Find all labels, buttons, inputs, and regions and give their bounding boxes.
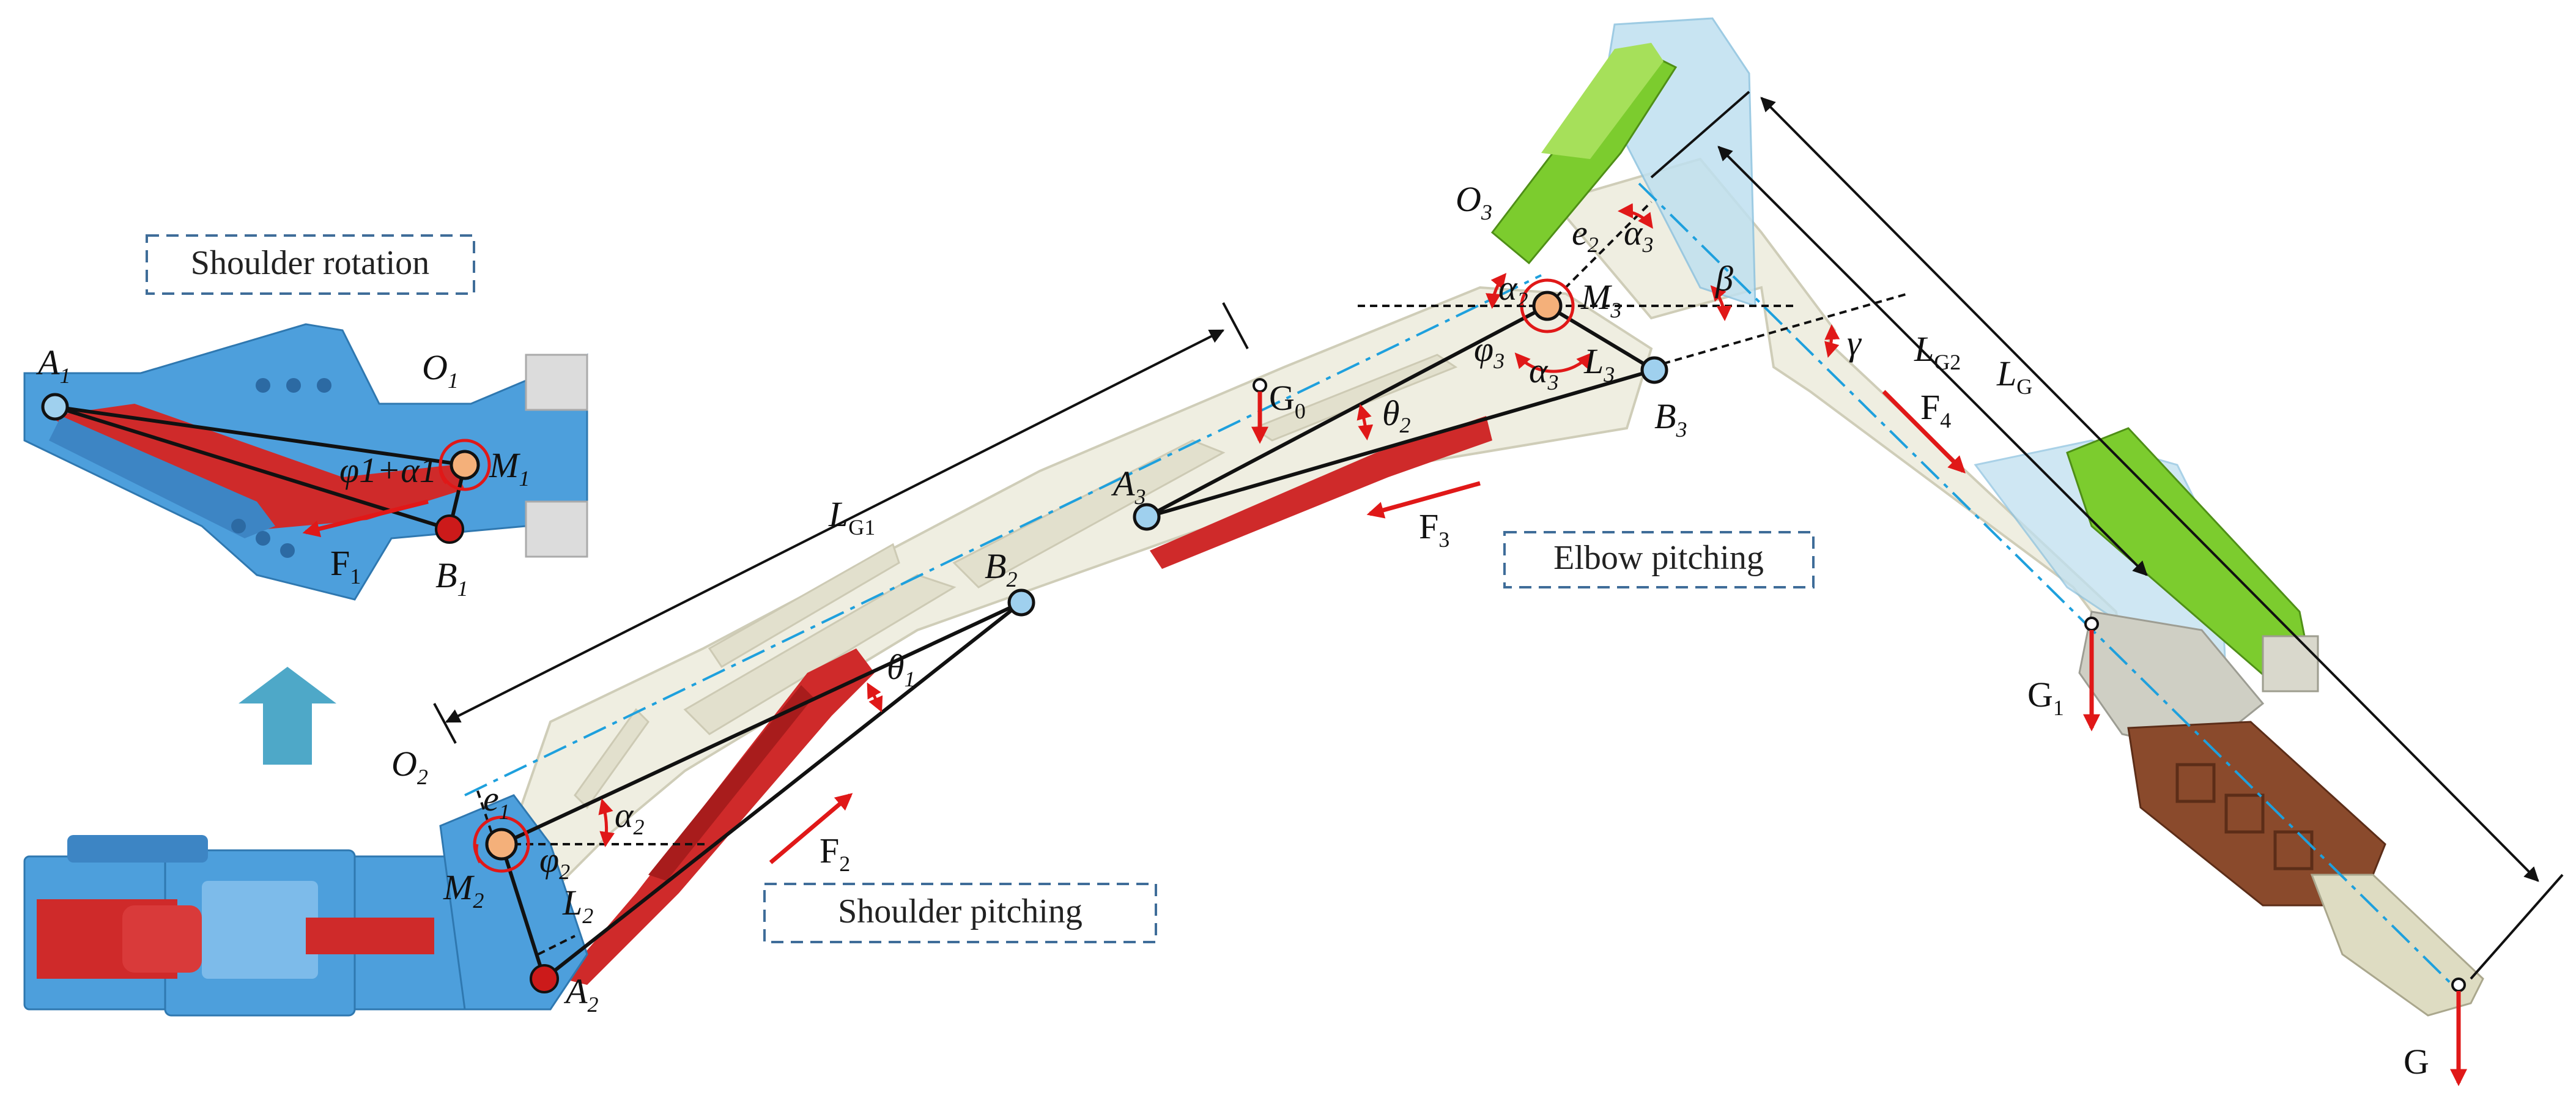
label-phi3: φ3 xyxy=(1474,329,1505,373)
dimension-lines xyxy=(433,91,2564,980)
label-m2: M2 xyxy=(443,867,484,913)
dim-lg1 xyxy=(445,329,1225,723)
label-m1: M1 xyxy=(489,445,530,491)
label-alpha2-lower: α2 xyxy=(615,795,644,839)
angle-arcs xyxy=(439,203,1840,864)
label-l2: L2 xyxy=(562,883,593,928)
joint-a2 xyxy=(530,964,559,993)
label-phi1-alpha1: φ1+α1 xyxy=(339,450,437,490)
label-theta2: θ2 xyxy=(1382,393,1411,437)
label-lg1: LG1 xyxy=(828,494,875,540)
label-alpha3-upper: α3 xyxy=(1624,213,1653,257)
joints xyxy=(41,278,2466,993)
arrow-f2 xyxy=(769,793,853,864)
joint-b3 xyxy=(1640,356,1668,384)
point-g xyxy=(2451,978,2466,992)
svg-text:Shoulder pitching: Shoulder pitching xyxy=(838,893,1083,930)
caption-elbow-pitching: Elbow pitching xyxy=(1503,531,1815,588)
label-o2: O2 xyxy=(391,744,428,789)
label-f3: F3 xyxy=(1419,507,1449,552)
label-b1: B1 xyxy=(435,555,468,601)
svg-text:Shoulder rotation: Shoulder rotation xyxy=(191,244,429,282)
actuator-cylinder-elbow xyxy=(1150,416,1492,569)
label-o1: O1 xyxy=(422,347,459,393)
label-a2: A2 xyxy=(563,971,598,1017)
linkage-lines xyxy=(54,304,1656,981)
symbol-labels: A1 O1 M1 B1 F1 φ1+α1 O2 e1 M2 L2 A2 α2 φ… xyxy=(35,179,2429,1082)
joint-m3 xyxy=(1532,291,1563,321)
label-g0: G0 xyxy=(1269,378,1306,423)
caption-shoulder-pitching: Shoulder pitching xyxy=(763,883,1157,943)
label-f4: F4 xyxy=(1920,387,1951,432)
label-theta1: θ1 xyxy=(887,647,916,691)
label-f1: F1 xyxy=(330,543,361,588)
label-f2: F2 xyxy=(820,831,850,876)
joint-m1 xyxy=(450,450,480,480)
joint-m2 xyxy=(485,828,518,861)
label-e1: e1 xyxy=(483,779,510,824)
arrow-f1 xyxy=(302,499,429,538)
joint-b2 xyxy=(1007,588,1035,617)
joint-b1 xyxy=(435,514,464,544)
point-g1 xyxy=(2084,617,2099,631)
joint-a3 xyxy=(1133,503,1161,531)
svg-text:Elbow pitching: Elbow pitching xyxy=(1553,539,1764,577)
label-alpha3-lower: α3 xyxy=(1529,351,1558,395)
arrow-f3 xyxy=(1366,481,1481,519)
label-b2: B2 xyxy=(985,546,1017,592)
upper-arm-link xyxy=(494,286,1653,882)
label-o3: O3 xyxy=(1456,179,1492,225)
caption-shoulder-rotation: Shoulder rotation xyxy=(146,234,475,295)
label-beta: β xyxy=(1715,259,1733,299)
dim-lg xyxy=(1760,97,2539,882)
label-phi2: φ2 xyxy=(539,840,570,884)
label-g1: G1 xyxy=(2027,675,2064,720)
point-g0 xyxy=(1253,378,1267,393)
arrow-f4 xyxy=(1882,390,1966,473)
label-b3: B3 xyxy=(1654,396,1687,442)
label-g: G xyxy=(2404,1042,2429,1082)
label-gamma: γ xyxy=(1847,323,1862,363)
green-cylinder-upper xyxy=(1490,43,1678,265)
force-arrows xyxy=(302,390,2467,1086)
up-arrow xyxy=(239,667,336,765)
joint-a1 xyxy=(41,393,69,421)
label-a1: A1 xyxy=(35,343,70,388)
label-a3: A3 xyxy=(1111,464,1146,509)
label-lg2: LG2 xyxy=(1914,329,1961,374)
label-m3: M3 xyxy=(1580,277,1621,322)
label-alpha2-upper: α2 xyxy=(1498,268,1528,312)
label-l3: L3 xyxy=(1583,341,1615,387)
label-e2: e2 xyxy=(1572,213,1599,257)
label-lg: LG xyxy=(1996,354,2032,399)
